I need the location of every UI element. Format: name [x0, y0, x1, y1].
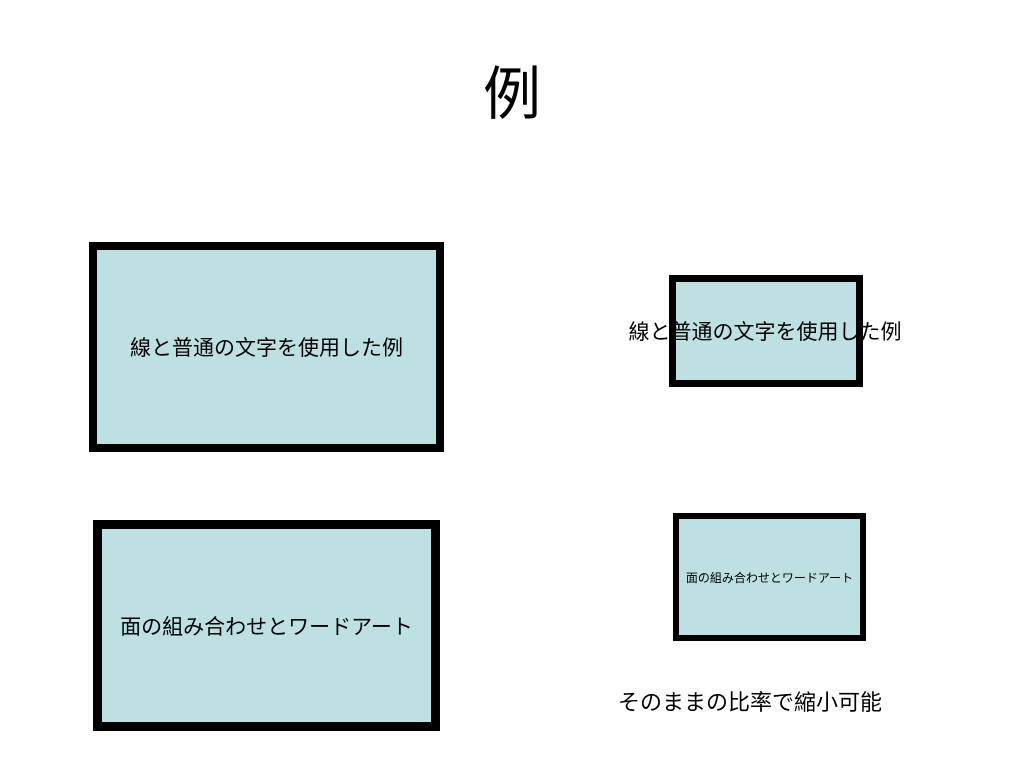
line-example-label-small: 線と普通の文字を使用した例 [628, 320, 902, 344]
area-example-box-small: 面の組み合わせとワードアート [673, 513, 866, 641]
line-example-box-large: 線と普通の文字を使用した例 [89, 242, 444, 452]
area-example-label-small: 面の組み合わせとワードアート [685, 570, 854, 585]
line-example-label-large: 線と普通の文字を使用した例 [130, 336, 403, 360]
area-example-label-large: 面の組み合わせとワードアート [120, 614, 413, 639]
scale-caption: そのままの比率で縮小可能 [617, 691, 882, 716]
slide-title: 例 [482, 60, 541, 128]
line-example-box-small [669, 275, 863, 387]
area-example-box-large: 面の組み合わせとワードアート [93, 520, 440, 731]
